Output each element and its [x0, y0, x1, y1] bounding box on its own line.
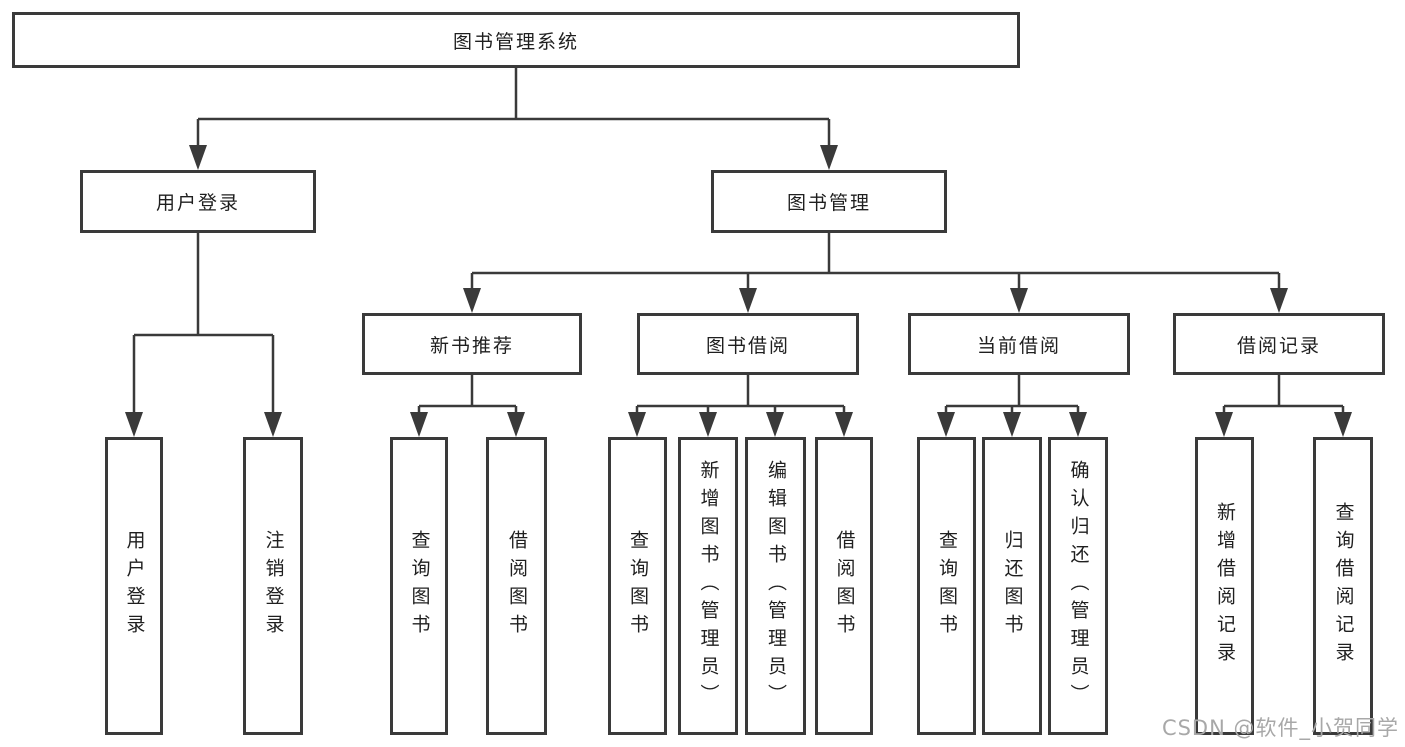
- leaf-br-add-record: 新增借阅记录: [1195, 437, 1254, 735]
- leaf-br-query-record-label: 查询借阅记录: [1332, 502, 1355, 670]
- leaf-cb-confirm-return-admin: 确认归还（管理员）: [1048, 437, 1108, 735]
- leaf-cb-query-book-label: 查询图书: [936, 530, 958, 642]
- leaf-cb-confirm-return-admin-label: 确认归还（管理员）: [1067, 460, 1090, 712]
- leaf-logout: 注销登录: [243, 437, 303, 735]
- node-book-borrowing-label: 图书借阅: [705, 334, 790, 357]
- leaf-nb-query-book: 查询图书: [390, 437, 448, 735]
- node-borrowing-records: 借阅记录: [1173, 313, 1385, 375]
- node-current-borrowing: 当前借阅: [908, 313, 1130, 375]
- leaf-bb-query-book: 查询图书: [608, 437, 667, 735]
- node-current-borrowing-label: 当前借阅: [976, 334, 1061, 357]
- leaf-user-login-label: 用户登录: [123, 530, 146, 642]
- leaf-bb-add-book-admin: 新增图书（管理员）: [678, 437, 738, 735]
- node-root: 图书管理系统: [12, 12, 1020, 68]
- leaf-cb-return-book: 归还图书: [982, 437, 1042, 735]
- node-book-management-label: 图书管理: [786, 192, 871, 214]
- leaf-bb-query-book-label: 查询图书: [627, 530, 649, 642]
- node-new-book-recommendation: 新书推荐: [362, 313, 582, 375]
- node-book-management: 图书管理: [711, 170, 947, 233]
- leaf-bb-edit-book-admin-label: 编辑图书（管理员）: [765, 460, 787, 712]
- node-new-book-recommendation-label: 新书推荐: [429, 334, 514, 357]
- leaf-bb-borrow-book: 借阅图书: [815, 437, 873, 735]
- leaf-br-add-record-label: 新增借阅记录: [1214, 502, 1236, 670]
- leaf-bb-add-book-admin-label: 新增图书（管理员）: [697, 460, 720, 712]
- leaf-br-query-record: 查询借阅记录: [1313, 437, 1373, 735]
- leaf-nb-borrow-book-label: 借阅图书: [506, 530, 528, 642]
- node-user-login-label: 用户登录: [155, 192, 240, 214]
- node-root-label: 图书管理系统: [452, 30, 579, 53]
- csdn-watermark: CSDN @软件_小贺同学: [1161, 716, 1399, 740]
- node-book-borrowing: 图书借阅: [637, 313, 859, 375]
- leaf-nb-query-book-label: 查询图书: [408, 530, 431, 642]
- leaf-nb-borrow-book: 借阅图书: [486, 437, 547, 735]
- leaf-bb-borrow-book-label: 借阅图书: [833, 530, 856, 642]
- leaf-cb-query-book: 查询图书: [917, 437, 976, 735]
- leaf-cb-return-book-label: 归还图书: [1001, 530, 1024, 642]
- arrowheads: [125, 145, 1352, 437]
- node-borrowing-records-label: 借阅记录: [1236, 334, 1321, 357]
- leaf-logout-label: 注销登录: [262, 530, 285, 642]
- node-user-login: 用户登录: [80, 170, 316, 233]
- leaf-bb-edit-book-admin: 编辑图书（管理员）: [745, 437, 806, 735]
- leaf-user-login: 用户登录: [105, 437, 163, 735]
